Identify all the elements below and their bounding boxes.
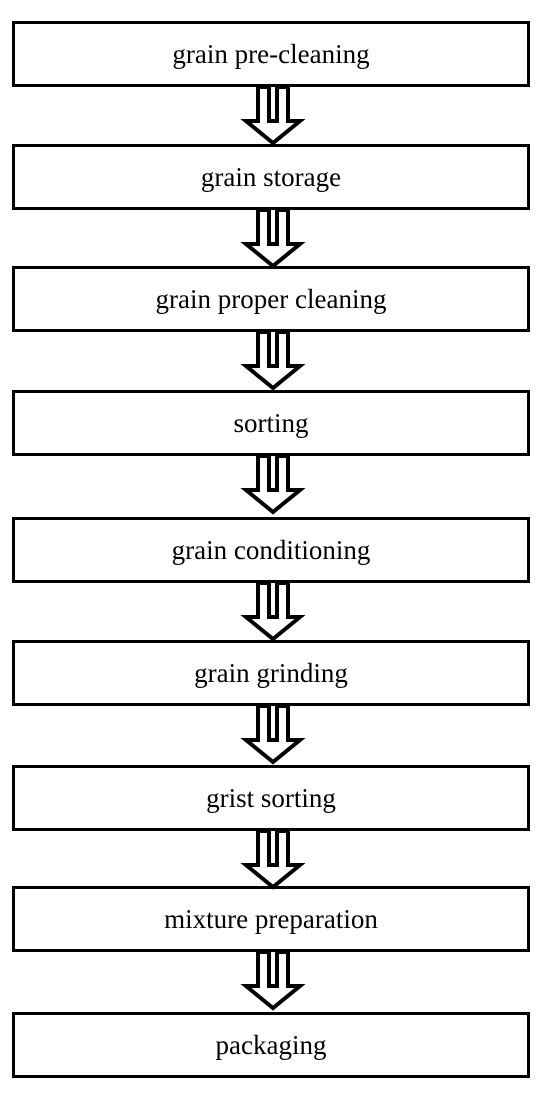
- step-box-packaging: packaging: [12, 1012, 530, 1078]
- step-box-grain-proper-cleaning: grain proper cleaning: [12, 266, 530, 332]
- step-box-grain-pre-cleaning: grain pre-cleaning: [12, 21, 530, 87]
- double-down-arrow-icon: [240, 950, 306, 1011]
- step-label: packaging: [215, 1029, 327, 1060]
- double-down-arrow-icon: [240, 85, 306, 146]
- step-box-mixture-preparation: mixture preparation: [12, 886, 530, 952]
- step-box-grain-conditioning: grain conditioning: [12, 517, 530, 583]
- step-label: grain storage: [200, 161, 342, 192]
- step-label: grist sorting: [206, 782, 336, 813]
- step-label: grain proper cleaning: [155, 283, 387, 314]
- step-label: sorting: [233, 407, 309, 438]
- step-label: grain grinding: [194, 657, 348, 688]
- step-label: grain pre-cleaning: [172, 38, 370, 69]
- step-box-grain-grinding: grain grinding: [12, 640, 530, 706]
- double-down-arrow-icon: [240, 208, 306, 269]
- step-box-sorting: sorting: [12, 390, 530, 456]
- step-label: grain conditioning: [171, 534, 371, 565]
- double-down-arrow-icon: [240, 704, 306, 765]
- step-label: mixture preparation: [164, 903, 378, 934]
- double-down-arrow-icon: [240, 581, 306, 642]
- step-box-grist-sorting: grist sorting: [12, 765, 530, 831]
- double-down-arrow-icon: [240, 454, 306, 515]
- step-box-grain-storage: grain storage: [12, 144, 530, 210]
- double-down-arrow-icon: [240, 330, 306, 391]
- double-down-arrow-icon: [240, 829, 306, 890]
